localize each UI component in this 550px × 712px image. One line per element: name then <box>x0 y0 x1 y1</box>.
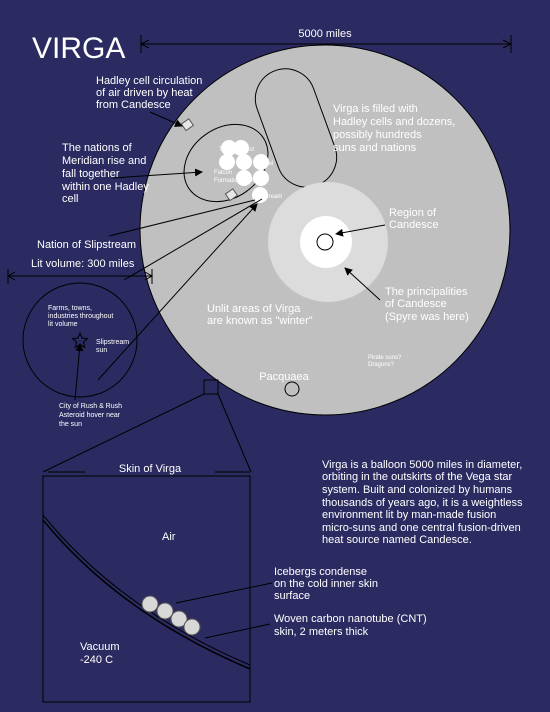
principalities-label: The principalities of Candesce (Spyre wa… <box>385 286 471 323</box>
outer-skin-surface <box>42 519 251 670</box>
meridian-suns <box>219 140 269 203</box>
lit-volume-label: Lit volume: 300 miles <box>31 258 135 270</box>
cell-label-falcon: Falcon <box>214 170 232 176</box>
scale-label: 5000 miles <box>298 28 352 40</box>
sun-dot <box>219 154 235 170</box>
sun-dot <box>253 154 269 170</box>
candesce-region-label: Region of Candesce <box>389 207 439 231</box>
iceberg-note: Icebergs condense on the cold inner skin… <box>274 566 381 602</box>
iceberg <box>141 595 159 613</box>
skin-zoom-marker <box>203 379 219 395</box>
cnt-pointer <box>204 623 271 639</box>
pacquaea-label: Pacquaea <box>259 371 309 383</box>
zoom-line-left <box>42 393 205 473</box>
lit-volume-bar: Lit volume: 300 miles <box>6 258 154 284</box>
winter-note: Unlit areas of Virga are known as "winte… <box>207 303 313 327</box>
skin-detail-panel: Skin of Virga Air Vacuum -240 C <box>42 463 251 703</box>
filled-note: Virga is filled with Hadley cells and do… <box>333 103 458 154</box>
vacuum-label: Vacuum -240 C <box>80 641 123 666</box>
sun-dot <box>221 140 237 156</box>
cnt-note: Woven carbon nanotube (CNT) skin, 2 mete… <box>274 613 430 638</box>
heat-vent-lower <box>224 188 239 202</box>
skin-title: Skin of Virga <box>119 463 182 475</box>
scale-bar: 5000 miles <box>139 28 513 53</box>
zoom-line-right <box>217 393 252 473</box>
cell-label-gretel: Gretel <box>257 161 273 167</box>
sun-dot <box>253 170 269 186</box>
connector-lines <box>74 111 386 401</box>
sun-note: Slipstream sun <box>96 339 131 354</box>
sun-dot <box>252 187 268 203</box>
inner-skin-surface <box>42 514 251 666</box>
sun-dot <box>236 154 252 170</box>
air-label: Air <box>162 531 176 543</box>
cell-label-greatest: The Greatest <box>219 147 254 153</box>
cell-label-aerie: Aerie <box>251 178 266 184</box>
iceberg-pointer <box>175 582 273 604</box>
sun-dot <box>233 140 249 156</box>
cell-label-slipstream: Slipstream <box>254 194 282 200</box>
heat-vent-upper <box>180 118 195 132</box>
hadley-cell-meridian <box>183 123 269 203</box>
farms-note: Farms, towns, industries throughout lit … <box>48 305 115 328</box>
slipstream-title: Nation of Slipstream <box>37 239 136 251</box>
candesce-region <box>300 216 352 268</box>
iceberg <box>183 618 201 636</box>
pacquaea-sun <box>284 381 300 397</box>
meridian-note: The nations of Meridian rise and fall to… <box>61 142 152 205</box>
virga-description: Virga is a balloon 5000 miles in diamete… <box>322 459 526 546</box>
cell-label-formation: Formation <box>214 178 241 184</box>
iceberg <box>156 602 174 620</box>
slipstream-lit-volume <box>22 282 138 398</box>
hadley-note: Hadley cell circulation of air driven by… <box>96 75 205 111</box>
candesce-core <box>316 233 334 251</box>
pirate-note: Pirate suns? Dragons? <box>368 355 403 368</box>
page-title: VIRGA <box>32 32 125 65</box>
sun-dot <box>236 170 252 186</box>
rush-note: City of Rush & Rush Asteroid hover near … <box>59 403 124 428</box>
iceberg <box>170 610 188 628</box>
